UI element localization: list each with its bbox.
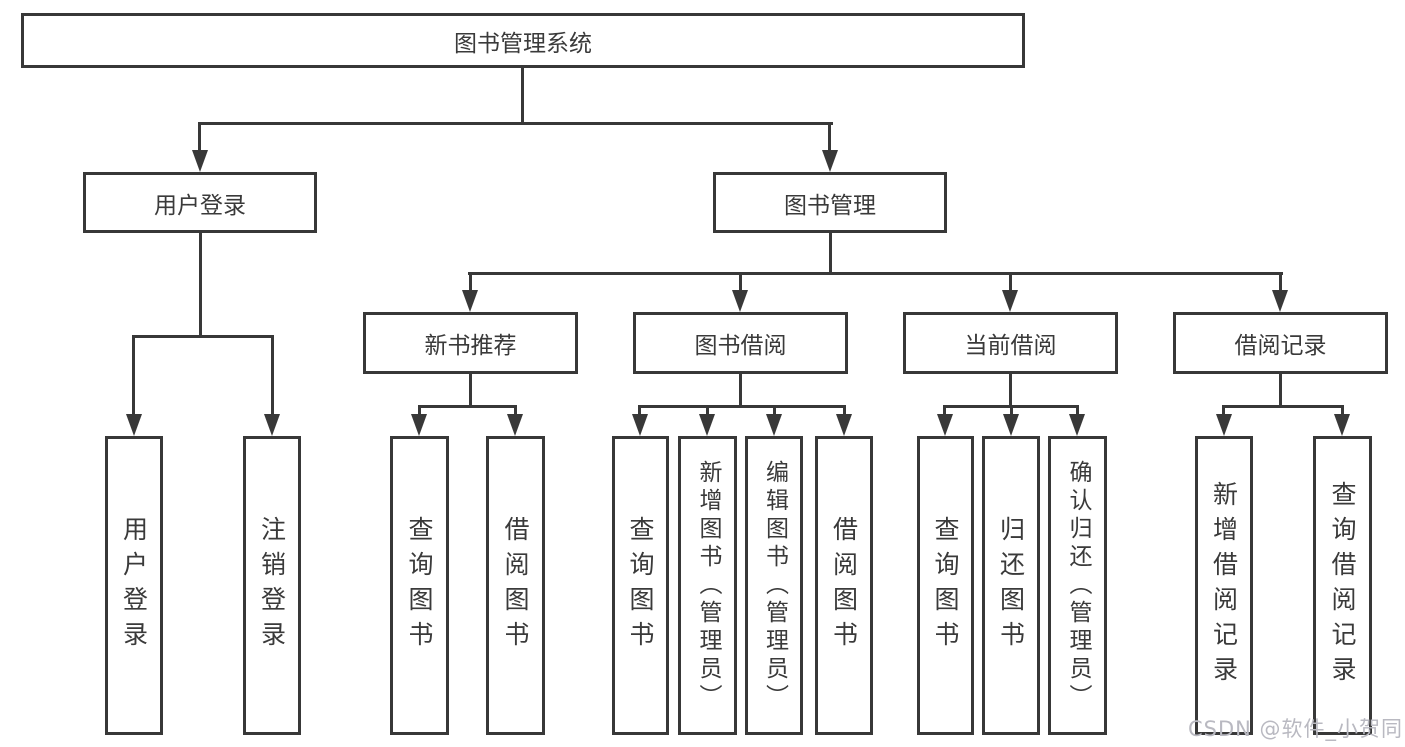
connector-book-borrow-stub [739,374,742,407]
connector-user-login-stub [199,233,202,337]
node-current-borrow: 当前借阅 [903,312,1118,374]
connector-drop-return-book [1010,405,1013,417]
arrowhead-query-books-1 [411,414,427,436]
leaf-borrow-books-1: 借阅图书 [486,436,545,735]
leaf-user-login-label: 用户登录 [119,515,149,656]
connector-drop-leaf-logout [271,335,274,414]
leaf-add-book-admin-label: 新增图书（管理员） [695,459,721,712]
connector-drop-borrow-records [1279,272,1282,292]
leaf-query-books-2-label: 查询图书 [626,515,655,656]
leaf-add-borrow-record-label: 新增借阅记录 [1209,480,1239,691]
leaf-confirm-return-admin: 确认归还（管理员） [1048,436,1107,735]
leaf-borrow-books-2-label: 借阅图书 [829,515,859,656]
node-root-label: 图书管理系统 [454,30,592,57]
leaf-return-book-label: 归还图书 [996,515,1026,656]
node-book-borrow-label: 图书借阅 [694,333,787,359]
arrowhead-confirm-return [1069,414,1085,436]
leaf-query-borrow-record: 查询借阅记录 [1313,436,1372,735]
connector-drop-book-borrow [739,272,742,292]
node-current-borrow-label: 当前借阅 [964,333,1057,359]
arrowhead-query-books-2 [632,414,648,436]
arrowhead-book-borrow [732,290,748,312]
connector-drop-query-books-2 [638,405,641,417]
connector-drop-current-borrow [1009,272,1012,292]
leaf-return-book: 归还图书 [982,436,1040,735]
leaf-query-books-3: 查询图书 [917,436,974,735]
node-new-book-recommend: 新书推荐 [363,312,578,374]
csdn-watermark: CSDN @软件_小贺同学 [1188,717,1404,741]
leaf-edit-book-admin: 编辑图书（管理员） [745,436,803,735]
arrowhead-return-book [1003,414,1019,436]
leaf-query-books-2: 查询图书 [612,436,669,735]
connector-drop-leaf-user-login [132,335,135,414]
connector-current-borrow-stub [1009,374,1012,407]
node-borrow-records-label: 借阅记录 [1234,333,1327,359]
connector-drop-borrow-books-1 [514,405,517,417]
leaf-add-book-admin: 新增图书（管理员） [678,436,737,735]
connector-drop-user-login [198,122,201,152]
leaf-user-login: 用户登录 [105,436,163,735]
connector-drop-edit-book [773,405,776,417]
connector-drop-query-books-3 [943,405,946,417]
connector-new-book-stub [469,374,472,407]
arrowhead-borrow-books-2 [836,414,852,436]
connector-level2-rail [198,122,833,125]
connector-drop-add-book [706,405,709,417]
connector-drop-query-record [1341,405,1344,417]
leaf-query-books-1: 查询图书 [390,436,449,735]
arrowhead-user-login [192,150,208,172]
connector-user-login-rail [132,335,274,338]
leaf-query-books-1-label: 查询图书 [405,515,434,656]
node-book-management: 图书管理 [713,172,947,233]
arrowhead-add-book [699,414,715,436]
connector-new-book-rail [418,405,517,408]
leaf-edit-book-admin-label: 编辑图书（管理员） [761,459,788,712]
leaf-logout-label: 注销登录 [257,515,287,656]
arrowhead-new-book [462,290,478,312]
connector-drop-new-book [469,272,472,292]
arrowhead-leaf-user-login [126,414,142,436]
node-book-borrow: 图书借阅 [633,312,848,374]
leaf-borrow-books-1-label: 借阅图书 [501,515,530,656]
node-root: 图书管理系统 [21,13,1025,68]
node-book-management-label: 图书管理 [784,192,876,219]
leaf-borrow-books-2: 借阅图书 [815,436,873,735]
connector-drop-confirm-return [1076,405,1079,417]
arrowhead-edit-book [766,414,782,436]
connector-drop-add-record [1222,405,1225,417]
connector-drop-book-management [828,122,831,152]
leaf-logout: 注销登录 [243,436,301,735]
connector-borrow-records-rail [1222,405,1344,408]
node-borrow-records: 借阅记录 [1173,312,1388,374]
connector-borrow-records-stub [1279,374,1282,407]
node-user-login-label: 用户登录 [154,192,246,219]
leaf-confirm-return-admin-label: 确认归还（管理员） [1065,459,1091,712]
arrowhead-leaf-logout [264,414,280,436]
arrowhead-current-borrow [1002,290,1018,312]
connector-root-stub [521,68,524,124]
connector-drop-query-books-1 [418,405,421,417]
node-user-login: 用户登录 [83,172,317,233]
connector-level3-rail [468,272,1283,275]
arrowhead-query-books-3 [937,414,953,436]
leaf-add-borrow-record: 新增借阅记录 [1195,436,1253,735]
leaf-query-borrow-record-label: 查询借阅记录 [1328,480,1357,691]
arrowhead-borrow-records [1272,290,1288,312]
arrowhead-query-record [1334,414,1350,436]
leaf-query-books-3-label: 查询图书 [931,515,960,656]
arrowhead-borrow-books-1 [507,414,523,436]
node-new-book-recommend-label: 新书推荐 [424,333,517,359]
connector-drop-borrow-books-2 [843,405,846,417]
connector-book-borrow-rail [638,405,846,408]
arrowhead-book-management [822,150,838,172]
arrowhead-add-record [1216,414,1232,436]
connector-book-management-stub [829,233,832,274]
